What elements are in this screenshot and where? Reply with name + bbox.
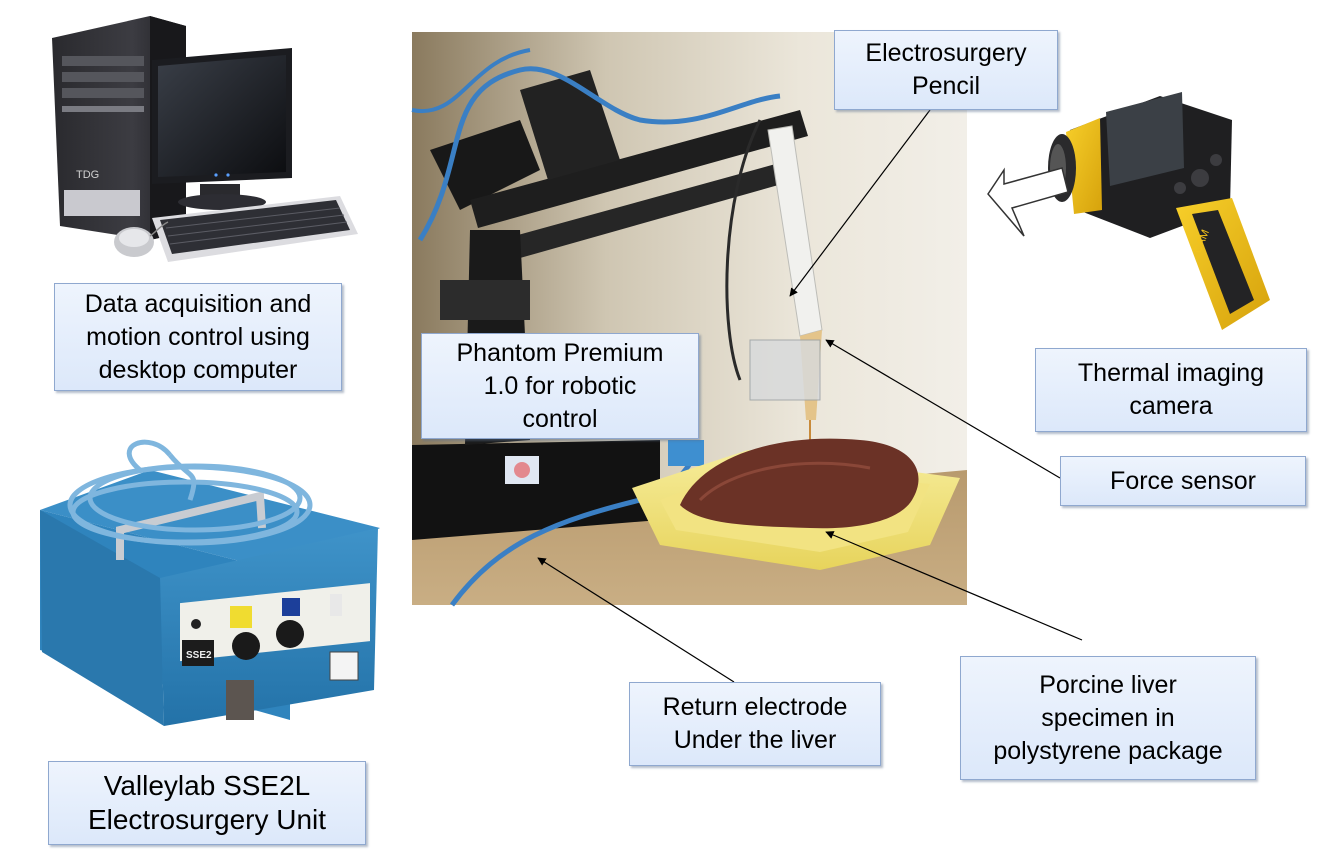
thermal-camera-icon: CAM <box>1048 92 1270 330</box>
electrosurgery-unit-icon: SSE2 <box>40 439 380 726</box>
liver-specimen-label: Porcine liver specimen in polystyrene pa… <box>960 656 1256 780</box>
esu-brand-text: SSE2 <box>186 650 212 661</box>
camera-direction-arrow <box>987 167 1069 237</box>
desktop-computer-icon: TDG <box>52 16 358 262</box>
return-electrode-label: Return electrode Under the liver <box>629 682 881 766</box>
phantom-label: Phantom Premium 1.0 for robotic control <box>421 333 699 439</box>
computer-brand-text: TDG <box>76 169 99 181</box>
force-sensor-label: Force sensor <box>1060 456 1306 506</box>
thermal-label: Thermal imaging camera <box>1035 348 1307 432</box>
pencil-label: Electrosurgery Pencil <box>834 30 1058 110</box>
leader-lines <box>537 109 1083 683</box>
computer-label: Data acquisition and motion control usin… <box>54 283 342 391</box>
pencil-leader-line <box>789 109 931 297</box>
robot-setup-photo <box>411 32 967 607</box>
esu-label: Valleylab SSE2L Electrosurgery Unit <box>48 761 366 845</box>
liver-leader-line <box>825 531 1083 641</box>
force-sensor-leader-line <box>825 339 1061 479</box>
electrode-leader-line <box>537 557 735 683</box>
